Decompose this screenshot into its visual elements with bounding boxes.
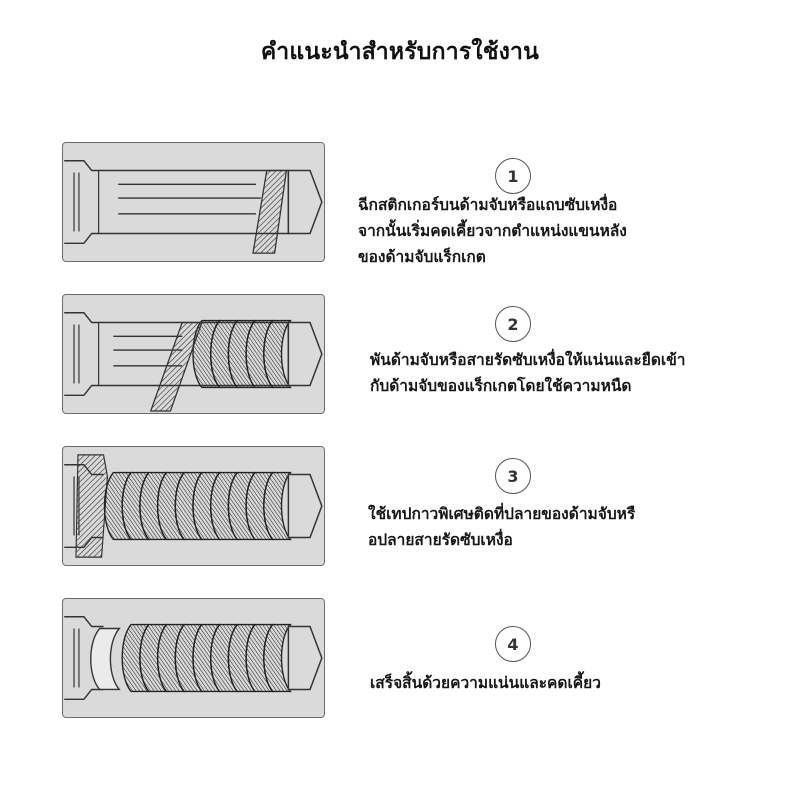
step-3-line-1: ใช้เทปกาวพิเศษติดที่ปลายของด้ามจับหรื — [368, 505, 636, 523]
step-2-instruction: พันด้ามจับหรือสายรัดซับเหงื่อให้แน่นและย… — [370, 347, 686, 399]
step-1-line-3: ของด้ามจับแร็กเกต — [358, 248, 486, 266]
grip-handle-diagram-1 — [64, 159, 323, 254]
step-1-line-2: จากนั้นเริ่มคดเคี้ยวจากตำแหน่งแขนหลัง — [358, 222, 627, 240]
step-2-number-badge: 2 — [495, 306, 531, 342]
step-1-number-badge: 1 — [495, 158, 531, 194]
step-3-number-badge: 3 — [495, 458, 531, 494]
wrap-coils-3 — [103, 471, 292, 541]
step-4-number-badge: 4 — [495, 626, 531, 662]
step-1: 1 ฉีกสติกเกอร์บนด้ามจับหรือแถบซับเหงื่อ … — [0, 142, 800, 272]
step-1-illustration — [62, 142, 325, 262]
step-3: 3 ใช้เทปกาวพิเศษติดที่ปลายของด้ามจับหรื … — [0, 446, 800, 576]
step-3-illustration — [62, 446, 325, 566]
step-2-line-2: กับด้ามจับของแร็กเกตโดยใช้ความหนืด — [370, 377, 632, 395]
wrap-coils-2 — [192, 319, 292, 389]
wrap-coils-4 — [121, 623, 292, 693]
step-2: 2 พันด้ามจับหรือสายรัดซับเหงื่อให้แน่นแล… — [0, 294, 800, 424]
step-2-line-1: พันด้ามจับหรือสายรัดซับเหงื่อให้แน่นและย… — [370, 351, 686, 369]
step-1-line-1: ฉีกสติกเกอร์บนด้ามจับหรือแถบซับเหงื่อ — [358, 196, 618, 214]
page-title: คำแนะนำสำหรับการใช้งาน — [260, 39, 540, 65]
step-4-instruction: เสร็จสิ้นด้วยความแน่นและคดเคี้ยว — [370, 670, 601, 696]
step-3-instruction: ใช้เทปกาวพิเศษติดที่ปลายของด้ามจับหรื อป… — [368, 501, 635, 553]
step-3-line-2: อปลายสายรัดซับเหงื่อ — [368, 531, 513, 549]
step-1-instruction: ฉีกสติกเกอร์บนด้ามจับหรือแถบซับเหงื่อ จา… — [358, 192, 627, 270]
step-4-line-1: เสร็จสิ้นด้วยความแน่นและคดเคี้ยว — [370, 674, 601, 692]
step-4: 4 เสร็จสิ้นด้วยความแน่นและคดเคี้ยว — [0, 598, 800, 728]
grip-handle-diagram-4 — [64, 615, 323, 701]
grip-handle-diagram-2 — [64, 311, 323, 412]
grip-handle-diagram-3 — [64, 454, 323, 558]
step-4-illustration — [62, 598, 325, 718]
step-2-illustration — [62, 294, 325, 414]
